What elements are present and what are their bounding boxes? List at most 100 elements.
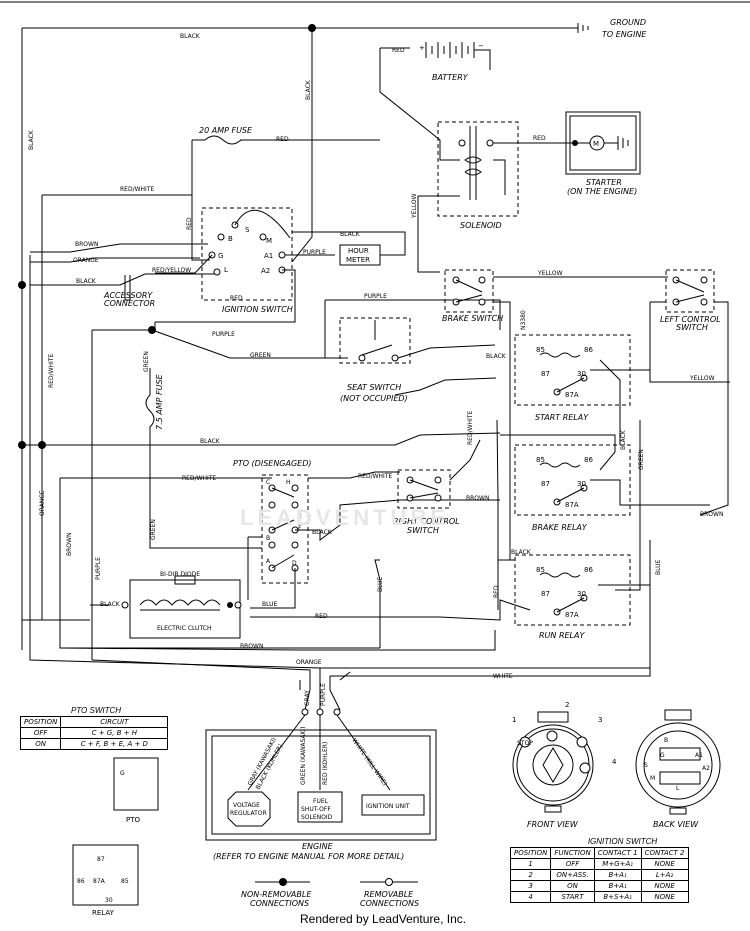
ignition-table-cell: START xyxy=(550,891,595,903)
wire-label-black-pto: BLACK xyxy=(312,529,333,536)
run-relay-30: 30 xyxy=(577,590,586,598)
pto-table-cell: C + G, B + H xyxy=(60,727,169,739)
stop-icon: STOP xyxy=(517,740,533,747)
pto-table-wrap: PTO SWITCH POSITION CIRCUIT OFF C + G, B… xyxy=(19,706,172,750)
wire-label-red-vertical: RED xyxy=(186,217,193,230)
brake-relay-label: BRAKE RELAY xyxy=(532,523,588,532)
wire-label-orange-bottom: ORANGE xyxy=(296,659,322,666)
wire-label-blue-clutch: BLUE xyxy=(262,601,278,608)
bidir-diode-label: BI-DIR DIODE xyxy=(160,571,200,578)
term-m: M xyxy=(266,237,272,245)
right-control-switch-box xyxy=(397,469,451,509)
wire-label-black-mid: BLACK xyxy=(200,438,221,445)
right-control-label-1: RIGHT CONTROL xyxy=(393,517,460,526)
battery-plus: + xyxy=(419,44,425,52)
engine-box xyxy=(205,729,437,841)
relay-pin-87: 87 xyxy=(97,856,105,863)
wire-label-black-relay: BLACK xyxy=(486,353,507,360)
ground-label: GROUND xyxy=(610,18,646,27)
starter-box xyxy=(565,111,641,175)
pto-term-b: B xyxy=(266,535,270,542)
ignition-switch-front-view xyxy=(512,711,594,813)
term-a2: A2 xyxy=(261,267,270,275)
back-view-label: BACK VIEW xyxy=(653,820,699,829)
term-b: B xyxy=(228,235,233,243)
wire-label-white-bottom: WHITE xyxy=(493,673,513,680)
wire-label-purple-mid: PURPLE xyxy=(212,331,235,338)
term-s: S xyxy=(245,226,250,234)
start-relay-87a: 87A xyxy=(565,391,579,399)
ignition-table-cell: ON xyxy=(550,880,595,892)
engine-sub-label: (REFER TO ENGINE MANUAL FOR MORE DETAIL) xyxy=(213,852,404,861)
back-pin-s: S xyxy=(644,762,648,769)
wire-label-red-white-relay: RED/WHITE xyxy=(467,411,474,445)
brake-switch-label: BRAKE SWITCH xyxy=(442,314,503,323)
junction-dot xyxy=(308,24,316,32)
brake-relay-85: 85 xyxy=(536,456,545,464)
ignition-table-cell: OFF xyxy=(550,858,595,870)
electric-clutch-box xyxy=(129,579,241,639)
wire-label-red-white-pto: RED/WHITE xyxy=(182,475,216,482)
back-pin-a1: A1 xyxy=(695,752,703,759)
wire-label-red-fuse: RED xyxy=(276,136,289,143)
fuse-75-label: 7.5 AMP FUSE xyxy=(155,373,164,430)
wire-label-brown-bottom: BROWN xyxy=(240,643,263,650)
solenoid-label: SOLENOID xyxy=(460,221,502,230)
ignition-switch-back-view xyxy=(635,709,721,815)
seat-switch-label: SEAT SWITCH xyxy=(347,383,401,392)
relay-pin-85: 85 xyxy=(121,878,129,885)
run-relay-label: RUN RELAY xyxy=(539,631,585,640)
wire-label-yellow-solenoid: YELLOW xyxy=(411,193,418,219)
term-a1: A1 xyxy=(264,252,273,260)
wire-label-white-kill: WHITE (KILL WIRE) xyxy=(350,737,388,787)
hour-meter-label-2: METER xyxy=(346,256,370,264)
wire-label-red-white-top: RED/WHITE xyxy=(120,186,154,193)
wire-label-brown-far: BROWN xyxy=(700,511,723,518)
start-relay-87: 87 xyxy=(541,370,550,378)
brake-relay-87: 87 xyxy=(541,480,550,488)
footer-credit: Rendered by LeadVenture, Inc. xyxy=(300,912,467,926)
ignition-table-cell: 2 xyxy=(509,869,552,881)
accessory-label-1: ACCESSORY xyxy=(103,291,153,300)
legend-non-removable-2: CONNECTIONS xyxy=(250,899,309,908)
relay-pin-87a: 87A xyxy=(93,878,106,885)
pto-pin-g: G xyxy=(120,770,125,777)
position-2-label: 2 xyxy=(565,701,569,709)
wire-label-black-run: BLACK xyxy=(511,549,532,556)
wire-label-purple-meter: PURPLE xyxy=(303,249,326,256)
ignition-switch-label: IGNITION SWITCH xyxy=(222,305,293,314)
ignition-switch-box xyxy=(201,207,293,301)
position-1-label: 1 xyxy=(512,716,516,724)
wire-label-red-run: RED xyxy=(493,585,500,598)
ignition-unit-label: IGNITION UNIT xyxy=(366,803,410,810)
ignition-table-header: FUNCTION xyxy=(550,847,595,859)
ignition-table-cell: B+S+A₁ xyxy=(593,891,642,903)
left-control-switch-box xyxy=(665,269,715,313)
wire-label-red-bottom: RED xyxy=(315,613,328,620)
wire-label-red-kohler: RED (KOHLER) xyxy=(322,742,329,785)
ignition-table-title: IGNITION SWITCH xyxy=(587,837,658,846)
pto-table-cell: ON xyxy=(19,738,62,750)
back-pin-a2: A2 xyxy=(702,765,710,772)
wire-label-black-acc: BLACK xyxy=(76,278,97,285)
run-relay-86: 86 xyxy=(584,566,593,574)
back-pin-g: G xyxy=(660,752,665,759)
solenoid-box xyxy=(437,121,519,217)
wire-label-orange-left: ORANGE xyxy=(39,490,46,516)
start-relay-30: 30 xyxy=(577,370,586,378)
wire-label-red-ign: RED xyxy=(230,295,243,302)
pto-term-f: F xyxy=(298,525,302,532)
starter-label: STARTER xyxy=(586,178,622,187)
brake-relay-86: 86 xyxy=(584,456,593,464)
brake-relay-30: 30 xyxy=(577,480,586,488)
wire-label-gray: GRAY xyxy=(304,690,311,706)
wire-label-green-kawasaki: GREEN (KAWASAKI) xyxy=(300,726,307,785)
wire-label-green-fuse: GREEN xyxy=(143,351,150,372)
battery-symbol xyxy=(425,42,475,58)
back-pin-b: B xyxy=(664,737,668,744)
voltage-regulator-label-2: REGULATOR xyxy=(230,810,267,817)
run-relay-87a: 87A xyxy=(565,611,579,619)
run-relay-87: 87 xyxy=(541,590,550,598)
wire-label-black-clutch: BLACK xyxy=(100,601,121,608)
pto-table-title: PTO SWITCH xyxy=(70,706,122,715)
